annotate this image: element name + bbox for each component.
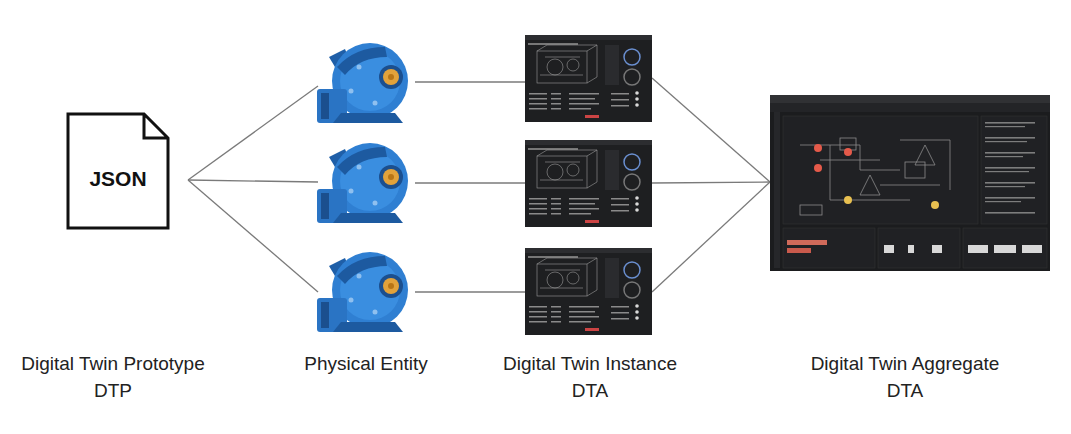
pump-image [317, 143, 408, 223]
stage-caption: Digital Twin Prototype [21, 353, 204, 375]
stage-caption: Digital Twin Instance [503, 353, 677, 375]
dashboard-screenshot [525, 248, 652, 335]
document-label: JSON [66, 167, 170, 191]
dashboard-screenshot [525, 140, 652, 227]
stage-caption: DTP [94, 380, 132, 402]
stage-caption: DTA [572, 380, 609, 402]
link-lines [188, 78, 770, 292]
pump-image [317, 252, 408, 332]
stage-caption: Physical Entity [304, 353, 428, 375]
aggregate-screenshot [770, 95, 1050, 271]
dashboard-screenshot [525, 35, 652, 122]
stage-caption: Digital Twin Aggregate [811, 353, 1000, 375]
pump-image [317, 43, 408, 123]
document-icon: JSON [66, 112, 170, 230]
stage-caption: DTA [887, 380, 924, 402]
